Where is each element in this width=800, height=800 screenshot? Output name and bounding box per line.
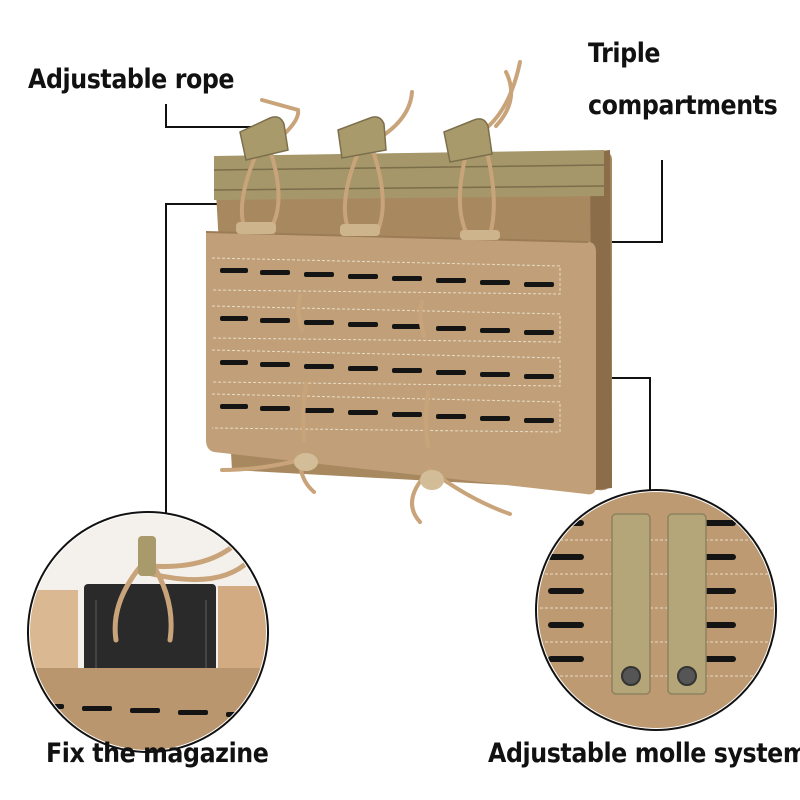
cord-lock (420, 470, 444, 490)
molle-strap-right (667, 513, 707, 695)
magazine-callout-line (165, 203, 232, 515)
molle-strap-left (611, 513, 651, 695)
adjustable-rope-tabs (236, 60, 522, 240)
rope-callout-line (165, 104, 272, 128)
tan-magazine-left (30, 590, 78, 680)
laser-cut-slots (220, 268, 554, 423)
snap-button (677, 666, 697, 686)
molle-system-label: Adjustable molle system (488, 738, 800, 769)
adjustable-rope-label: Adjustable rope (28, 64, 235, 95)
triple-compartments-label-line1: Triple (588, 38, 661, 69)
triple-compartments-label-line2: compartments (588, 90, 778, 121)
fix-magazine-label: Fix the magazine (46, 738, 269, 769)
magazine-detail-circle (27, 511, 269, 753)
cord-lock (294, 453, 318, 471)
molle-detail-circle (535, 489, 777, 731)
mag-pouch (205, 60, 612, 524)
pull-tab (138, 536, 156, 576)
snap-button (621, 666, 641, 686)
black-magazine (84, 584, 216, 680)
molle-callout-line (604, 377, 651, 500)
